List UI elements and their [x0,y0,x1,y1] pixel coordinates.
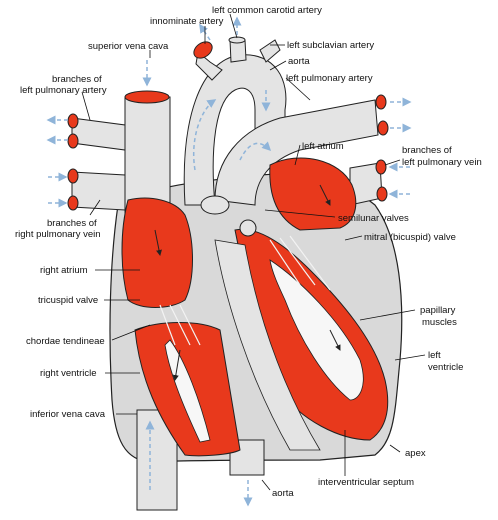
internal-flow-arrows [154,184,341,381]
label-left-common-carotid-artery: left common carotid artery [212,5,322,16]
descending-aorta-vessel [229,439,265,476]
label-inferior-vena-cava: inferior vena cava [30,409,106,420]
label-semilunar-valves: semilunar valves [338,213,409,224]
label-branches-left-pulmonary-vein-2: left pulmonary vein [402,157,482,168]
semilunar-valve-ring [200,195,230,215]
semilunar-valve-ring-2 [239,219,257,237]
label-interventricular-septum: interventricular septum [318,477,414,488]
aortic-arch [183,54,287,206]
label-left-ventricle-2: ventricle [428,362,463,373]
right-pulmonary-veins [71,171,126,211]
label-superior-vena-cava: superior vena cava [88,41,169,52]
label-branches-left-pulmonary-artery-1: branches of [52,74,102,85]
label-apex: apex [405,448,426,459]
interventricular-septum-band [214,239,321,451]
label-chordae-tendineae: chordae tendineae [26,336,105,347]
pulmonary-trunk [214,99,379,206]
label-mitral-valve: mitral (bicuspid) valve [364,232,456,243]
label-aorta-top: aorta [288,56,310,67]
label-right-atrium: right atrium [40,265,88,276]
innominate-branch [195,51,223,81]
label-branches-right-pulmonary-vein-1: branches of [47,218,97,229]
label-branches-left-pulmonary-vein-1: branches of [402,145,452,156]
label-right-ventricle: right ventricle [40,368,97,379]
label-aorta-bottom: aorta [272,488,294,499]
label-branches-left-pulmonary-artery-2: left pulmonary artery [20,85,107,96]
label-left-atrium: left atrium [302,141,344,152]
left-ventricle-cavity [269,259,364,401]
right-pulmonary-artery-branches [71,117,126,151]
chordae-tendineae-strands [159,235,331,346]
label-tricuspid-valve: tricuspid valve [38,295,98,306]
label-left-ventricle-1: left [428,350,441,361]
left-atrium-chamber [269,157,357,231]
label-branches-right-pulmonary-vein-2: right pulmonary vein [15,229,101,240]
label-left-subclavian-artery: left subclavian artery [287,40,374,51]
right-atrium-chamber [121,197,193,308]
label-innominate-artery: innominate artery [150,16,224,27]
right-ventricle-cavity [164,339,211,443]
leader-lines [81,13,426,491]
label-left-pulmonary-artery: left pulmonary artery [286,73,373,84]
left-subclavian-branch [259,39,281,63]
label-papillary-muscles-1: papillary [420,305,456,316]
label-papillary-muscles-2: muscles [422,317,457,328]
blood-flow-arrows [46,16,412,507]
